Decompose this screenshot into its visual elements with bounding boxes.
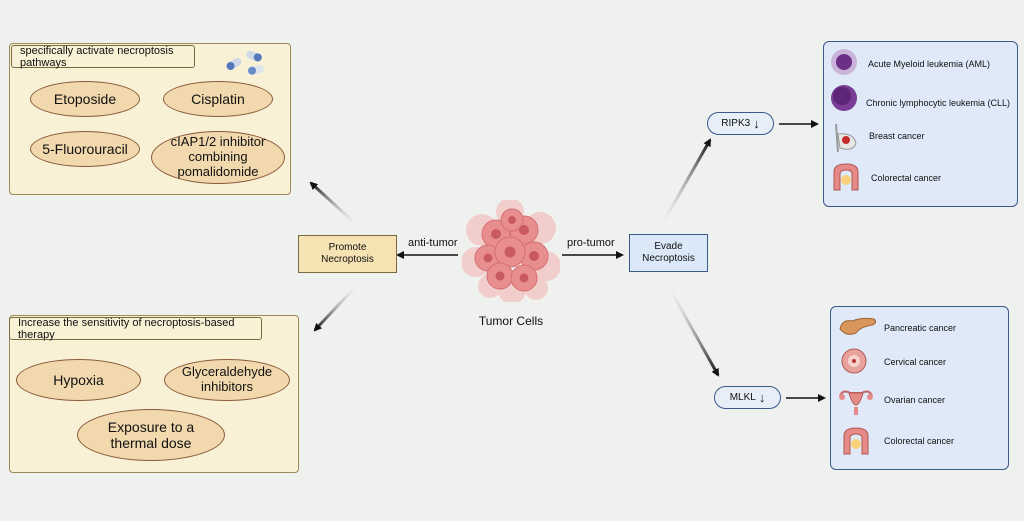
etoposide-oval: Etoposide bbox=[30, 81, 140, 117]
arrow-to-activate-panel bbox=[309, 181, 360, 228]
promote-necroptosis-box: Promote Necroptosis bbox=[298, 235, 397, 273]
cancer-label-breast: Breast cancer bbox=[869, 131, 925, 141]
sensitivity-header: Increase the sensitivity of necroptosis-… bbox=[9, 317, 262, 341]
cancer-label-colorectal-2: Colorectal cancer bbox=[884, 436, 955, 446]
evade-necroptosis-box: Evade Necroptosis bbox=[629, 234, 708, 272]
aml-cell-icon bbox=[830, 48, 858, 76]
tumor-cells-label: Tumor Cells bbox=[478, 314, 544, 328]
fluorouracil-oval: 5-Fluorouracil bbox=[30, 131, 140, 167]
cll-cell-icon bbox=[830, 84, 858, 112]
ripk3-pill: RIPK3 ↓ bbox=[707, 112, 774, 135]
mlkl-label: MLKL bbox=[729, 392, 756, 403]
uterus-icon bbox=[838, 387, 874, 417]
arrow-to-mlkl bbox=[665, 283, 720, 377]
cervix-icon bbox=[841, 348, 867, 374]
anti-tumor-label: anti-tumor bbox=[408, 237, 458, 249]
cancer-label-ovarian: Ovarian cancer bbox=[884, 395, 946, 405]
pro-tumor-label: pro-tumor bbox=[567, 237, 615, 249]
cancer-label-cervical: Cervical cancer bbox=[884, 357, 947, 367]
activate-pathways-header: specifically activate necroptosis pathwa… bbox=[11, 45, 195, 69]
ciap-inhibitor-oval: cIAP1/2 inhibitor combining pomalidomide bbox=[151, 131, 285, 184]
cancer-label-colorectal-1: Colorectal cancer bbox=[871, 173, 942, 183]
pills-icon bbox=[224, 48, 268, 78]
cancer-label-aml: Acute Myeloid leukemia (AML) bbox=[868, 59, 991, 69]
colon-icon bbox=[841, 426, 871, 456]
cisplatin-oval: Cisplatin bbox=[163, 81, 273, 117]
cancer-label-cll: Chronic lymphocytic leukemia (CLL) bbox=[866, 98, 1011, 108]
glyceraldehyde-oval: Glyceraldehyde inhibitors bbox=[164, 359, 290, 401]
breast-icon bbox=[832, 122, 860, 154]
hypoxia-oval: Hypoxia bbox=[16, 359, 141, 401]
down-arrow-icon: ↓ bbox=[758, 390, 766, 405]
thermal-dose-oval: Exposure to a thermal dose bbox=[77, 409, 225, 461]
arrow-to-ripk3 bbox=[658, 138, 712, 229]
colon-icon bbox=[831, 162, 861, 192]
ripk3-label: RIPK3 bbox=[721, 118, 751, 129]
pancreas-icon bbox=[838, 313, 878, 337]
tumor-cells-icon bbox=[462, 200, 560, 302]
cancer-label-pancreatic: Pancreatic cancer bbox=[884, 323, 957, 333]
down-arrow-icon: ↓ bbox=[753, 116, 760, 131]
arrow-to-sensitivity-panel bbox=[313, 282, 360, 332]
mlkl-pill: MLKL ↓ bbox=[714, 386, 781, 409]
